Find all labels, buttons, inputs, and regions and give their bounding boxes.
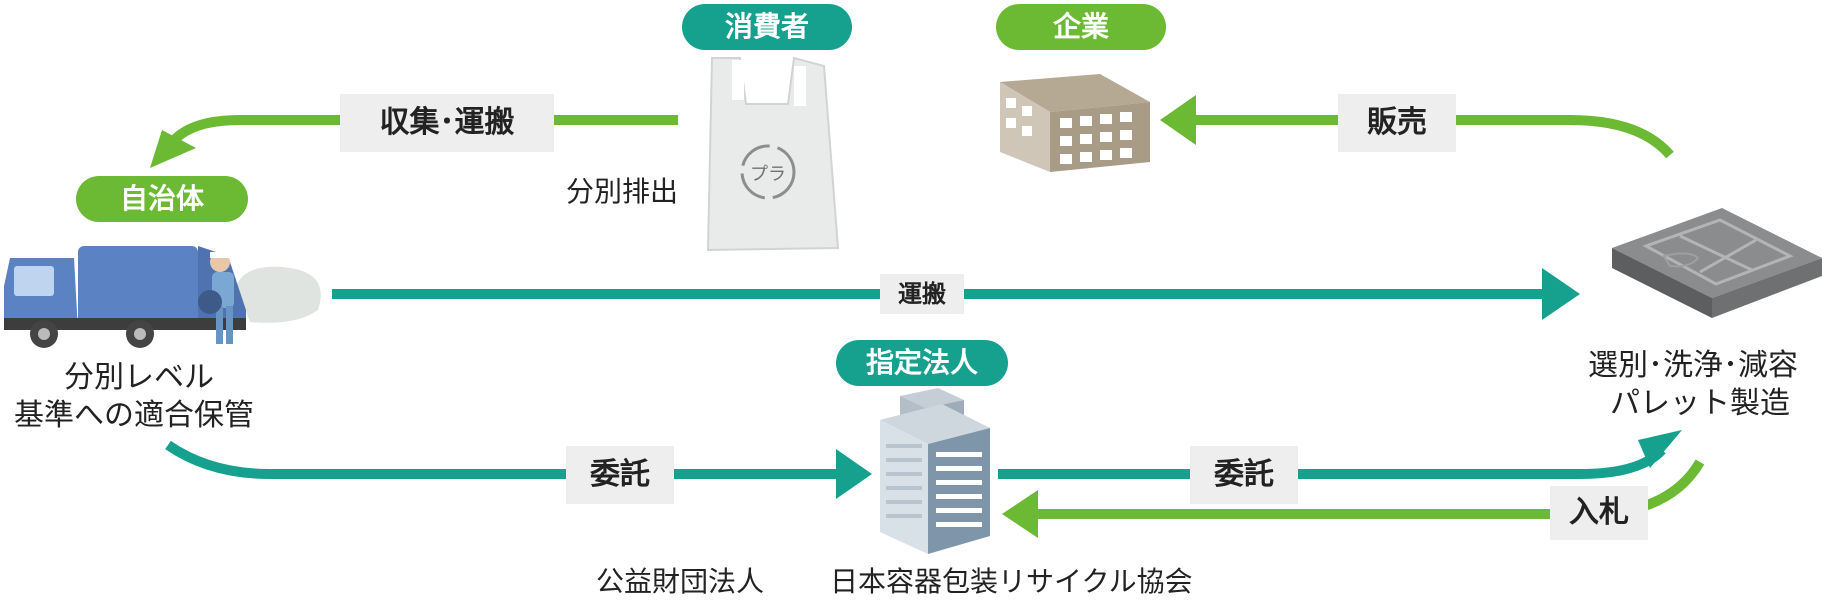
plastic-bag-icon: プラ — [706, 56, 840, 252]
designated-corp-pill: 指定法人 — [836, 340, 1008, 386]
sales-label: 販売 — [1338, 94, 1456, 152]
municipal-caption-line1: 分別レベル — [64, 360, 214, 395]
consign-left-arrowhead — [836, 449, 872, 499]
bid-arrowhead — [1002, 490, 1038, 538]
collection-arrowhead — [150, 130, 196, 168]
company-pill: 企業 — [996, 4, 1166, 50]
association-caption-part2: 日本容器包装リサイクル協会 — [830, 565, 1193, 598]
consign-right-label: 委託 — [1190, 446, 1298, 504]
tower-building-icon — [880, 388, 990, 554]
consign-left-label: 委託 — [566, 446, 674, 504]
consign-left-arrow — [165, 440, 842, 479]
worker-icon — [198, 252, 234, 344]
transport-arrowhead — [1542, 268, 1580, 320]
consumer-pill: 消費者 — [682, 4, 852, 50]
recycler-caption-line2: パレット製造 — [1610, 386, 1790, 421]
association-caption-part1: 公益財団法人 — [596, 565, 765, 598]
office-building-icon — [1000, 74, 1150, 172]
transport-label: 運搬 — [880, 274, 964, 314]
garbage-truck-icon — [4, 246, 321, 348]
municipality-pill: 自治体 — [76, 176, 248, 222]
pallet-icon — [1612, 208, 1822, 318]
consign-right-arrow — [998, 446, 1666, 479]
bid-label: 入札 — [1550, 486, 1648, 540]
municipal-caption-line2: 基準への適合保管 — [14, 398, 254, 433]
sales-arrow — [1190, 115, 1674, 159]
consign-right-arrowhead — [1638, 430, 1682, 468]
sales-arrowhead — [1160, 95, 1196, 145]
collection-label: 収集･運搬 — [340, 94, 554, 152]
sorted-disposal-caption: 分別排出 — [566, 175, 679, 208]
bag-mark-text: プラ — [750, 164, 786, 185]
recycler-caption-line1: 選別･洗浄･減容 — [1588, 348, 1798, 383]
